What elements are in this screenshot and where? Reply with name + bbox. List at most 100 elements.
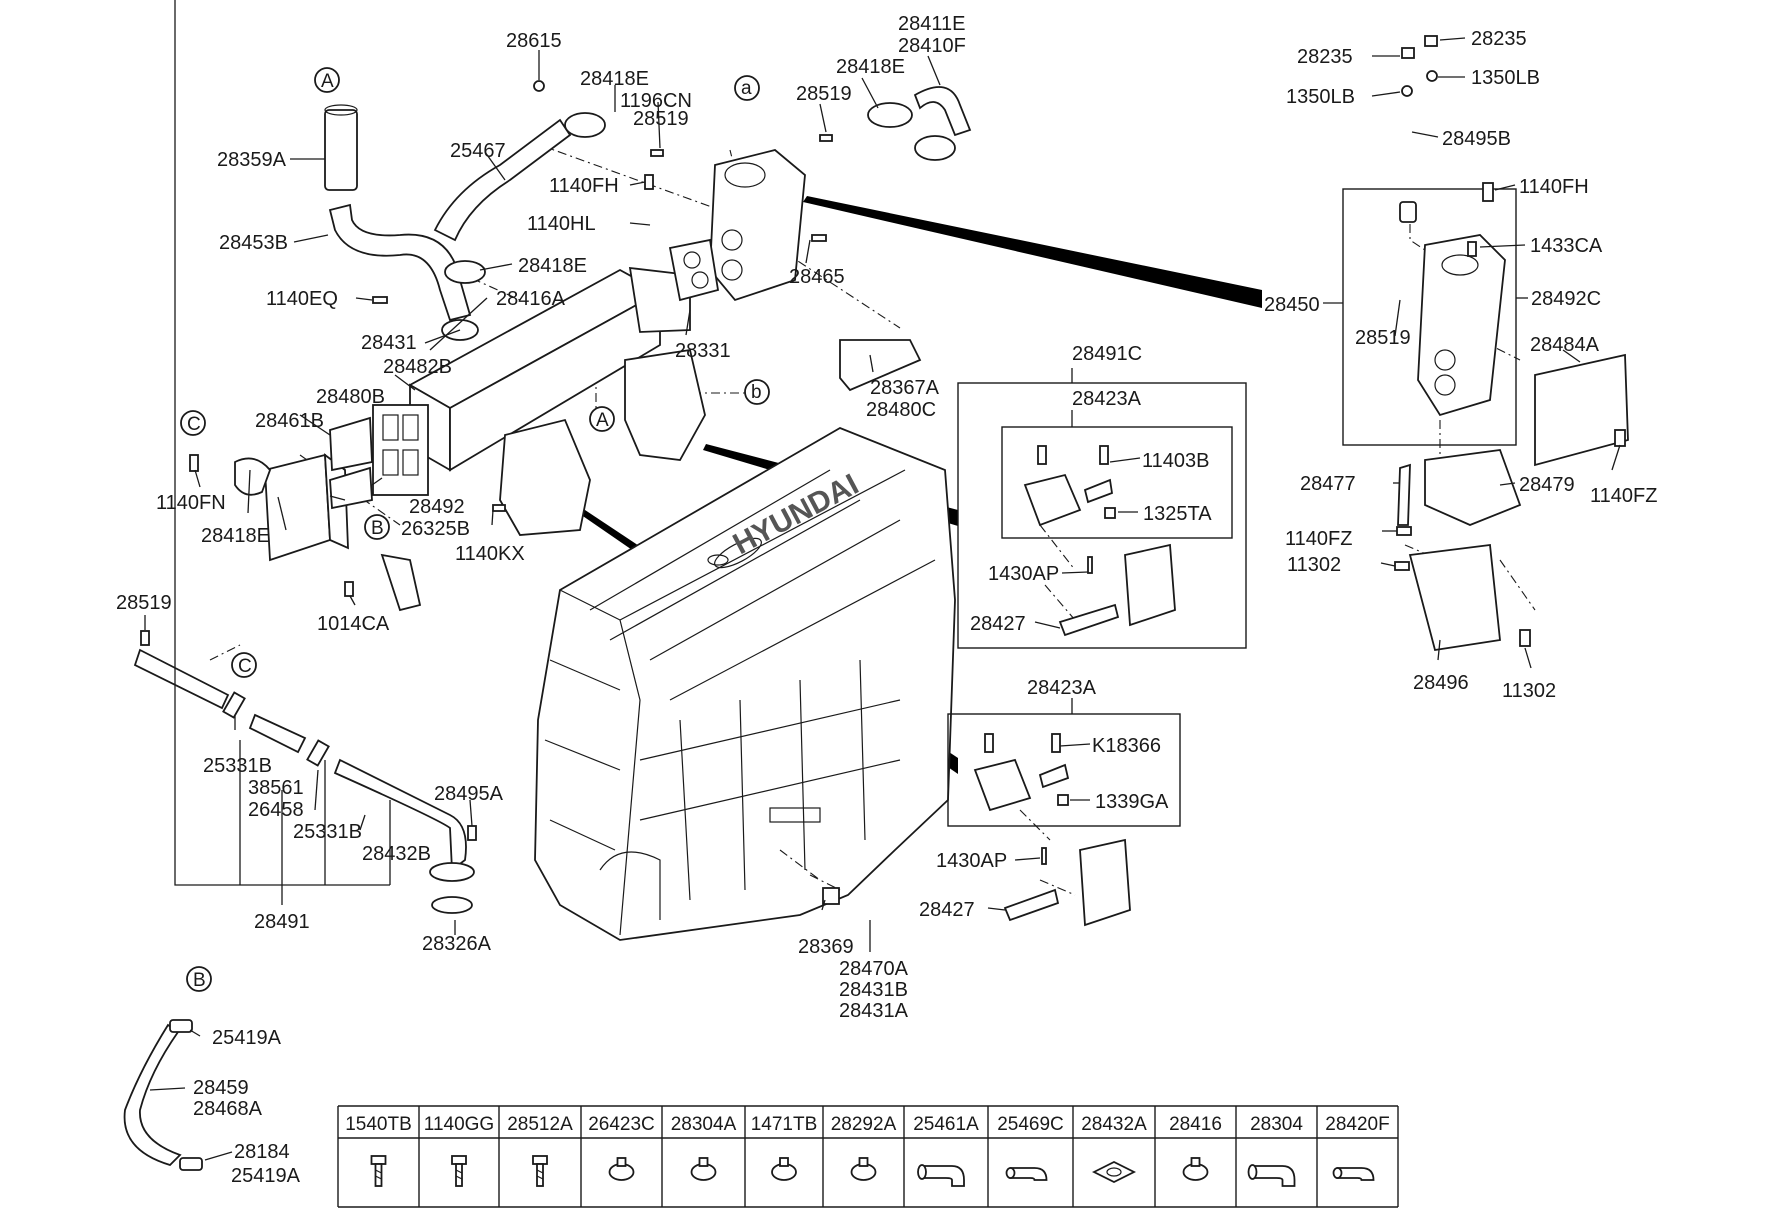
- lower-pipe-assembly: [123, 648, 475, 1171]
- label-1430ap-lower: 1430AP: [936, 850, 1007, 872]
- callout-C-pipe-label: C: [238, 656, 252, 677]
- label-28331: 28331: [675, 340, 731, 362]
- label-28461b: 28461B: [255, 410, 324, 432]
- label-11403b: 11403B: [1142, 450, 1209, 472]
- label-28411e: 28411E: [898, 13, 965, 35]
- label-1430ap-upper: 1430AP: [988, 563, 1059, 585]
- label-28519-upper: 28519: [633, 108, 689, 130]
- callout-A-top-label: A: [321, 71, 334, 92]
- egr-valve: [668, 149, 922, 392]
- callout-C-flange: [180, 410, 206, 436]
- label-28431: 28431: [361, 332, 417, 354]
- label-28519-right: 28519: [796, 83, 852, 105]
- beam-egr-valve-to-28450: [803, 196, 1262, 308]
- detail-boxes: [947, 382, 1247, 927]
- box-28450: [1342, 188, 1517, 446]
- callout-b-bracket-label: b: [751, 382, 762, 403]
- pipe-elbow-icon: [917, 1164, 965, 1187]
- callout-B-cooler-label: B: [371, 518, 384, 539]
- stud-bolt-icon: [532, 1155, 548, 1187]
- label-1140fz-right: 1140FZ: [1590, 485, 1657, 507]
- engine-block: HYUNDAI: [534, 427, 956, 941]
- label-28491: 28491: [254, 911, 310, 933]
- table-header-cell: 25469C: [997, 1114, 1064, 1135]
- label-1140kx: 1140KX: [455, 543, 525, 565]
- label-1140fh-right: 1140FH: [1519, 176, 1589, 198]
- label-28418e-upper: 28418E: [580, 68, 649, 90]
- callout-a-valve: [734, 75, 760, 101]
- label-28495b: 28495B: [1442, 128, 1511, 150]
- label-28423a-upper: 28423A: [1072, 388, 1142, 410]
- label-28427-upper: 28427: [970, 613, 1026, 635]
- label-28495a: 28495A: [434, 783, 504, 805]
- label-28326a: 28326A: [422, 933, 492, 955]
- label-28470a: 28470A: [839, 958, 909, 980]
- pipe-elbow-icon: [1247, 1164, 1296, 1187]
- label-1350lb-left: 1350LB: [1286, 86, 1355, 108]
- table-header-cell: 28512A: [507, 1114, 573, 1135]
- label-28235-right: 28235: [1471, 28, 1527, 50]
- hose-clamp-icon: [850, 1157, 877, 1181]
- label-28496: 28496: [1413, 672, 1469, 694]
- label-1350lb-right: 1350LB: [1471, 67, 1540, 89]
- label-28431a: 28431A: [839, 1000, 909, 1022]
- label-28519-lower: 28519: [116, 592, 172, 614]
- label-25331b-left: 25331B: [203, 755, 272, 777]
- table-header-cell: 28420F: [1325, 1114, 1389, 1135]
- label-28484a: 28484A: [1530, 334, 1600, 356]
- fasteners: [140, 35, 1626, 905]
- label-28184: 28184: [234, 1141, 290, 1163]
- label-28453b: 28453B: [219, 232, 288, 254]
- label-25419a-upper: 25419A: [212, 1027, 282, 1049]
- label-11302-left: 11302: [1287, 554, 1341, 576]
- label-28482b: 28482B: [383, 356, 452, 378]
- label-k18366: K18366: [1092, 735, 1161, 757]
- label-25419a-lower: 25419A: [231, 1165, 301, 1187]
- label-28615: 28615: [506, 30, 562, 52]
- label-28418e-lower: 28418E: [201, 525, 270, 547]
- label-28359a: 28359A: [217, 149, 287, 171]
- box-28423a-lower: [947, 713, 1181, 827]
- label-1140fz-left: 1140FZ: [1285, 528, 1352, 550]
- gasket-icon: [1091, 1160, 1137, 1184]
- label-28432b: 28432B: [362, 843, 431, 865]
- box-28491c: [957, 382, 1247, 649]
- hose-clamp-icon: [1182, 1157, 1209, 1181]
- label-28519-right-side: 28519: [1355, 327, 1411, 349]
- label-1140fn: 1140FN: [156, 492, 226, 514]
- hose-clamp-icon: [608, 1157, 635, 1181]
- table-header-cell: 28416: [1169, 1114, 1222, 1135]
- label-28431b: 28431B: [839, 979, 908, 1001]
- hose-icon: [1332, 1167, 1375, 1181]
- callout-b-bracket: [744, 379, 770, 405]
- callout-circles: A A B B C C a b: [180, 67, 770, 992]
- hose-icon: [1005, 1167, 1048, 1181]
- label-28491c: 28491C: [1072, 343, 1142, 365]
- label-28423a-lower: 28423A: [1027, 677, 1097, 699]
- hose-clamp-icon: [690, 1157, 717, 1181]
- hex-bolt-icon: [451, 1155, 467, 1187]
- label-1339ga: 1339GA: [1095, 791, 1169, 813]
- callout-B-hose: [186, 966, 212, 992]
- table-header-cell: 28304A: [671, 1114, 737, 1135]
- label-1140eq: 1140EQ: [266, 288, 338, 310]
- lower-left-parts: [234, 348, 706, 612]
- part-labels: 28615 28418E 1196CN 28519 28411E 28410F …: [116, 13, 1657, 1187]
- table-header-cell: 1140GG: [424, 1114, 494, 1135]
- callout-B-hose-label: B: [193, 970, 206, 991]
- label-25467: 25467: [450, 140, 506, 162]
- right-assembly: [1342, 188, 1629, 652]
- callout-C-flange-label: C: [187, 414, 201, 435]
- upper-pipes: [324, 86, 972, 341]
- hose-clamp-icon: [771, 1157, 797, 1181]
- label-26458: 26458: [248, 799, 304, 821]
- label-26325b: 26325B: [401, 518, 470, 540]
- label-28235-left: 28235: [1297, 46, 1353, 68]
- table-header-cell: 28432A: [1081, 1114, 1147, 1135]
- label-28369: 28369: [798, 936, 854, 958]
- label-28468a: 28468A: [193, 1098, 263, 1120]
- egr-cooler: [372, 266, 691, 496]
- label-38561: 38561: [248, 777, 304, 799]
